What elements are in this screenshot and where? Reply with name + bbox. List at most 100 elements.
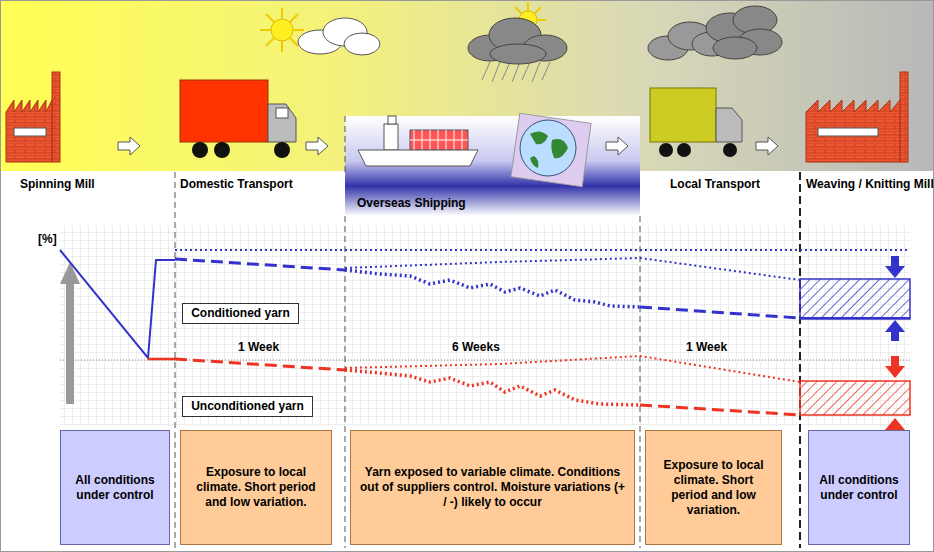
unconditioned-curve	[345, 370, 640, 405]
rain-symbol	[482, 62, 550, 82]
factory-symbol	[806, 100, 900, 162]
baseline	[60, 360, 910, 361]
stage-name: Domestic Transport	[180, 177, 293, 191]
conditioned-curve	[175, 249, 910, 251]
condition-box: All conditions under control	[808, 430, 910, 545]
condition-box: All conditions under control	[60, 430, 170, 545]
globe-symbol	[530, 131, 568, 168]
stage-separator	[640, 216, 641, 548]
truck-symbol	[180, 80, 268, 142]
box-text: All conditions under control	[69, 473, 161, 503]
rain-symbol	[502, 62, 510, 80]
chart-grid	[60, 226, 910, 426]
range-arrow	[885, 366, 905, 378]
unconditioned-curve	[148, 358, 175, 361]
rain-symbol	[512, 62, 520, 82]
stage-name: Spinning Mill	[20, 177, 95, 191]
variation-box	[800, 279, 910, 319]
condition-box: Yarn exposed to variable climate. Condit…	[350, 430, 635, 545]
rain-symbol	[482, 62, 490, 80]
conditioned-curve	[345, 258, 800, 280]
factory-symbol	[806, 72, 908, 162]
sea-panel	[345, 116, 640, 216]
process-arrow	[606, 137, 628, 155]
factory-symbol	[6, 100, 52, 162]
factory-symbol	[900, 72, 908, 162]
series-label: Conditioned yarn	[182, 303, 299, 324]
sun-symbol	[260, 8, 304, 52]
box-text: Unconditioned yarn	[191, 399, 304, 414]
sun-symbol	[266, 14, 298, 46]
box-text: Conditioned yarn	[191, 306, 290, 321]
cloud-symbol	[468, 18, 567, 64]
condition-box: Exposure to local climate. Short period …	[180, 430, 332, 545]
cloud-symbol	[713, 37, 757, 59]
range-arrow	[885, 418, 905, 430]
truck-symbol	[650, 88, 716, 142]
stage-separator	[175, 116, 640, 548]
box-text: All conditions under control	[817, 473, 901, 503]
range-arrow	[885, 356, 905, 440]
stage-name: Weaving / Knitting Mill	[806, 177, 934, 191]
condition-box: Exposure to local climate. Short period …	[645, 430, 782, 545]
factory-symbol	[818, 128, 878, 136]
rain-symbol	[522, 62, 530, 80]
variation-box	[800, 381, 910, 415]
process-arrow	[306, 137, 328, 155]
range-arrow	[885, 266, 905, 278]
conditioned-curve	[345, 270, 640, 307]
sun-symbol	[271, 19, 293, 41]
axis-arrow	[60, 262, 80, 284]
globe-symbol	[511, 113, 591, 186]
truck-symbol	[274, 142, 290, 158]
stage-separator	[799, 172, 801, 548]
axis-arrow	[66, 282, 74, 404]
range-arrow	[891, 331, 899, 341]
truck-symbol	[650, 88, 742, 157]
cloud-symbol	[706, 6, 782, 59]
process-arrow	[118, 137, 140, 155]
conditioned-curve	[800, 317, 910, 319]
ship-symbol	[410, 130, 468, 150]
truck-symbol	[677, 143, 691, 157]
duration-label: 1 Week	[238, 340, 279, 354]
truck-symbol	[723, 143, 737, 157]
conditioned-curve	[60, 250, 175, 358]
duration-label: 6 Weeks	[452, 340, 500, 354]
cloud-symbol	[298, 18, 380, 55]
process-arrow	[118, 137, 778, 155]
unconditioned-curve	[148, 356, 800, 415]
rain-symbol	[492, 62, 500, 82]
conditioned-curve	[60, 250, 910, 358]
sky-band	[1, 1, 933, 171]
globe-symbol	[520, 120, 576, 176]
ship-symbol	[388, 116, 396, 124]
truck-symbol	[276, 108, 288, 118]
range-arrow	[885, 320, 905, 332]
truck-symbol	[214, 142, 230, 158]
ship-symbol	[358, 116, 478, 166]
axis-unit: [%]	[38, 232, 57, 246]
ship-symbol	[358, 150, 478, 166]
conditioned-curve	[640, 307, 800, 318]
rain-symbol	[542, 62, 550, 80]
globe-symbol	[511, 113, 591, 186]
unconditioned-curve	[640, 405, 800, 415]
factory-symbol	[52, 72, 60, 162]
stage-separator	[345, 216, 346, 548]
sun-symbol	[266, 14, 298, 46]
box-text: Exposure to local climate. Short period …	[654, 458, 773, 518]
stage-name: Local Transport	[670, 177, 760, 191]
range-arrow	[885, 256, 905, 341]
ship-symbol	[384, 124, 398, 150]
duration-label: 1 Week	[686, 340, 727, 354]
factory-symbol	[6, 72, 60, 162]
stage-name: Overseas Shipping	[357, 196, 466, 210]
truck-symbol	[659, 143, 673, 157]
box-text: Yarn exposed to variable climate. Condit…	[359, 465, 626, 510]
series-label: Unconditioned yarn	[182, 396, 313, 417]
ship-symbol	[410, 130, 468, 150]
truck-symbol	[268, 104, 296, 142]
